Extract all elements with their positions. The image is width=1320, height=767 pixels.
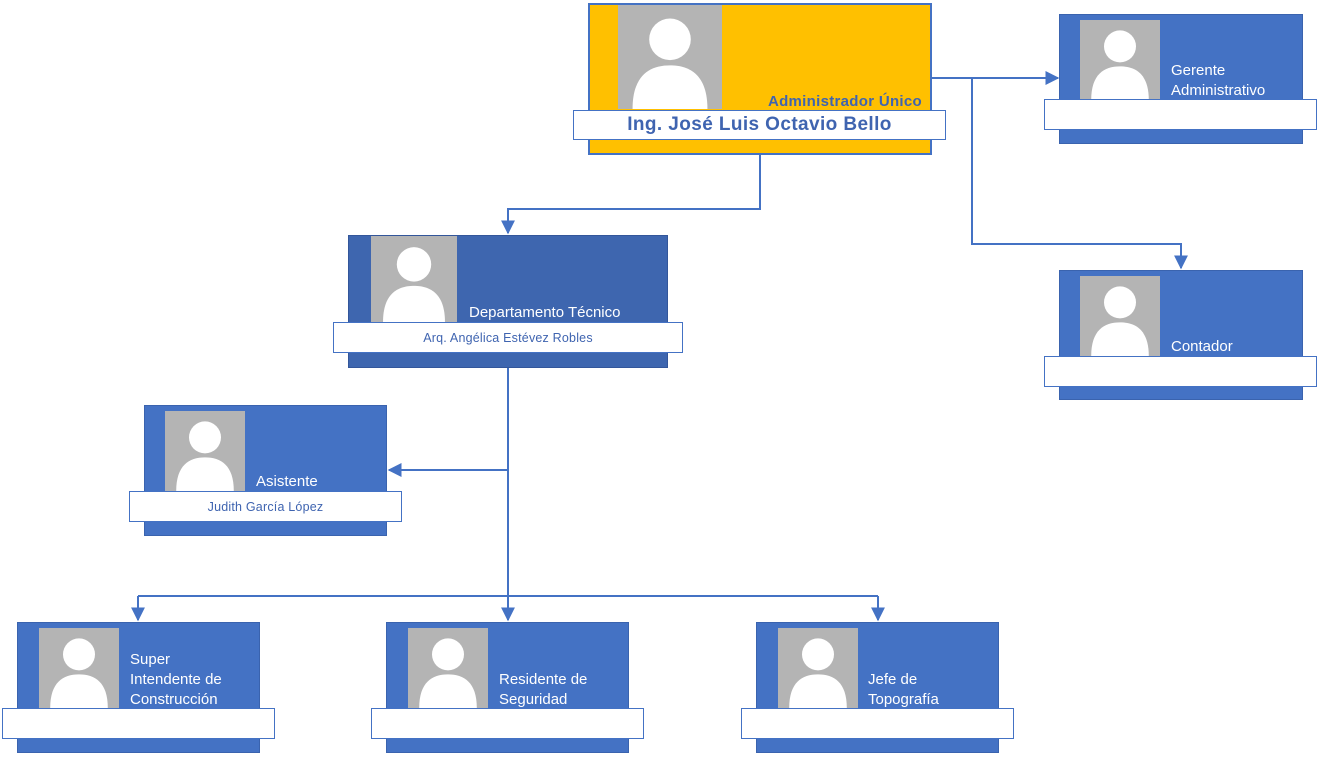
photo-placeholder (1080, 276, 1160, 356)
title-super-intendente: Super Intendente de Construcción (130, 651, 222, 708)
person-silhouette-icon (176, 421, 234, 491)
photo-placeholder (39, 628, 119, 708)
title-contador: Contador (1171, 338, 1233, 355)
person-silhouette-icon (383, 247, 445, 322)
photo-placeholder (408, 628, 488, 708)
photo-placeholder (1080, 20, 1160, 100)
nameplate-jefe (741, 708, 1014, 739)
photo-placeholder (165, 411, 245, 491)
person-silhouette-icon (632, 18, 708, 109)
nameplate-asistente: Judith García López (129, 491, 402, 522)
nameplate-gerente (1044, 99, 1317, 130)
title-residente: Residente de Seguridad (499, 671, 588, 708)
connector-top-to-contador (971, 78, 1188, 270)
nameplate-administrador: Ing. José Luis Octavio Bello (573, 110, 946, 140)
photo-placeholder (618, 5, 722, 109)
photo-placeholder (778, 628, 858, 708)
title-asistente: Asistente (256, 473, 318, 490)
nameplate-contador (1044, 356, 1317, 387)
title-jefe: Jefe de Topografía (868, 671, 939, 708)
title-departamento: Departamento Técnico (469, 304, 621, 321)
title-administrador: Administrador Único (767, 93, 922, 110)
person-silhouette-icon (789, 638, 847, 708)
person-silhouette-icon (1091, 286, 1149, 356)
title-gerente: Gerente Administrativo (1171, 62, 1266, 99)
person-silhouette-icon (1091, 30, 1149, 100)
photo-placeholder (371, 236, 457, 322)
connector-top-to-departamento (501, 155, 761, 235)
person-silhouette-icon (419, 638, 477, 708)
nameplate-residente (371, 708, 644, 739)
nameplate-super-intendente (2, 708, 275, 739)
person-silhouette-icon (50, 638, 108, 708)
nameplate-departamento: Arq. Angélica Estévez Robles (333, 322, 683, 353)
